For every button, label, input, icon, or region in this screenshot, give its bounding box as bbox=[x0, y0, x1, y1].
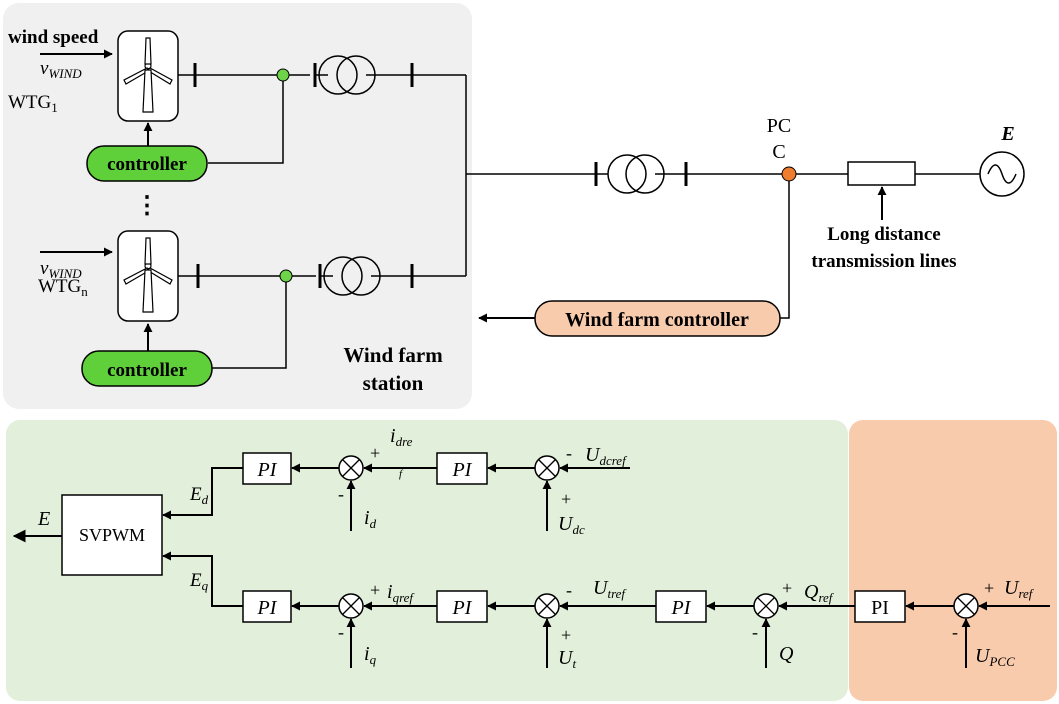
controller-label-1: controller bbox=[107, 154, 187, 175]
ellipsis-mark: ⋮ bbox=[135, 193, 159, 219]
wind-turbine-icon-n bbox=[117, 230, 179, 322]
minus-d1: - bbox=[338, 484, 344, 504]
idre-label: idre bbox=[390, 425, 413, 449]
svpwm-block bbox=[61, 494, 163, 576]
uref-label: Uref bbox=[1004, 577, 1035, 601]
summing-junction-q3-icon bbox=[753, 593, 779, 619]
plus-q3: + bbox=[782, 578, 792, 598]
station-label-line2: station bbox=[363, 371, 424, 395]
id-label: id bbox=[364, 507, 377, 531]
station-label-line1: Wind farm bbox=[343, 343, 443, 367]
summing-junction-d2-icon bbox=[534, 455, 560, 481]
long-distance-label-1: Long distance bbox=[827, 224, 941, 245]
pi-block-q3 bbox=[655, 590, 707, 623]
pi-block-d1 bbox=[242, 452, 292, 485]
eq-label: Eq bbox=[189, 570, 209, 593]
noden-feedback-line bbox=[212, 282, 287, 369]
ed-label: Ed bbox=[189, 484, 209, 507]
pi-block-d2 bbox=[436, 452, 488, 485]
plus-d2: + bbox=[561, 489, 571, 509]
svpwm-output-label: E bbox=[37, 508, 50, 530]
minus-q2: - bbox=[566, 580, 572, 600]
pcc-label-line1: PC bbox=[767, 115, 791, 137]
long-distance-label-2: transmission lines bbox=[811, 251, 956, 272]
pi-label-q3: PI bbox=[671, 597, 692, 619]
svpwm-label: SVPWM bbox=[79, 525, 145, 545]
minus-q1: - bbox=[338, 622, 344, 642]
pcc-label-line2: C bbox=[772, 141, 785, 163]
wtg1-label: WTG1 bbox=[8, 92, 58, 115]
minus-q3: - bbox=[752, 622, 758, 642]
upcc-label: UPCC bbox=[975, 645, 1015, 669]
plus-farm: + bbox=[984, 578, 994, 598]
sine-wave-icon bbox=[987, 164, 1017, 184]
wind-farm-controller-label: Wind farm controller bbox=[565, 309, 749, 331]
summing-junction-q1-icon bbox=[338, 593, 364, 619]
plus-q2: + bbox=[561, 625, 571, 645]
plus-d1: + bbox=[370, 443, 380, 463]
wind-farm-control-panel bbox=[849, 420, 1057, 701]
summing-junction-d1-icon bbox=[338, 455, 364, 481]
measure-node-1 bbox=[276, 68, 290, 82]
controller-label-n: controller bbox=[107, 360, 187, 381]
minus-farm: - bbox=[952, 622, 958, 642]
pi-label-q2: PI bbox=[452, 597, 473, 619]
wind-turbine-icon-1 bbox=[117, 30, 179, 122]
ut-label: Ut bbox=[558, 647, 576, 671]
wtgn-label: WTGn bbox=[38, 276, 88, 299]
node1-feedback-line bbox=[208, 81, 284, 164]
eq-signal-line bbox=[162, 551, 243, 607]
pi-label-q1: PI bbox=[257, 597, 278, 619]
udcref-label: Udcref bbox=[585, 444, 628, 468]
v-wind-label-1: vWIND bbox=[40, 58, 82, 81]
wind-speed-label: wind speed bbox=[8, 27, 99, 48]
converter-control-panel bbox=[6, 420, 848, 701]
iqref-label: iqref bbox=[387, 581, 415, 605]
pcc-feedback-line bbox=[780, 181, 790, 319]
qref-label: Qref bbox=[804, 581, 835, 605]
summing-junction-q2-icon bbox=[534, 593, 560, 619]
transmission-line-box bbox=[847, 161, 916, 186]
iq-label: iq bbox=[364, 643, 377, 667]
pi-block-farm bbox=[854, 590, 906, 623]
pcc-node bbox=[781, 166, 797, 182]
ed-signal-line bbox=[162, 467, 243, 520]
plus-q1: + bbox=[370, 580, 380, 600]
udc-label: Udc bbox=[558, 513, 585, 537]
f-mark: f bbox=[399, 468, 404, 480]
v-wind-label-n: vWIND bbox=[40, 258, 82, 281]
summing-junction-farm-icon bbox=[953, 593, 979, 619]
pi-label-farm: PI bbox=[871, 597, 889, 619]
utref-label: Utref bbox=[593, 577, 627, 601]
q-label: Q bbox=[779, 643, 794, 665]
pi-label-d1: PI bbox=[257, 459, 278, 481]
measure-node-n bbox=[279, 269, 293, 283]
grid-source-label: E bbox=[1000, 123, 1014, 145]
minus-d2: - bbox=[566, 443, 572, 463]
pi-label-d2: PI bbox=[452, 459, 473, 481]
pi-block-q1 bbox=[242, 590, 292, 623]
pi-block-q2 bbox=[436, 590, 488, 623]
